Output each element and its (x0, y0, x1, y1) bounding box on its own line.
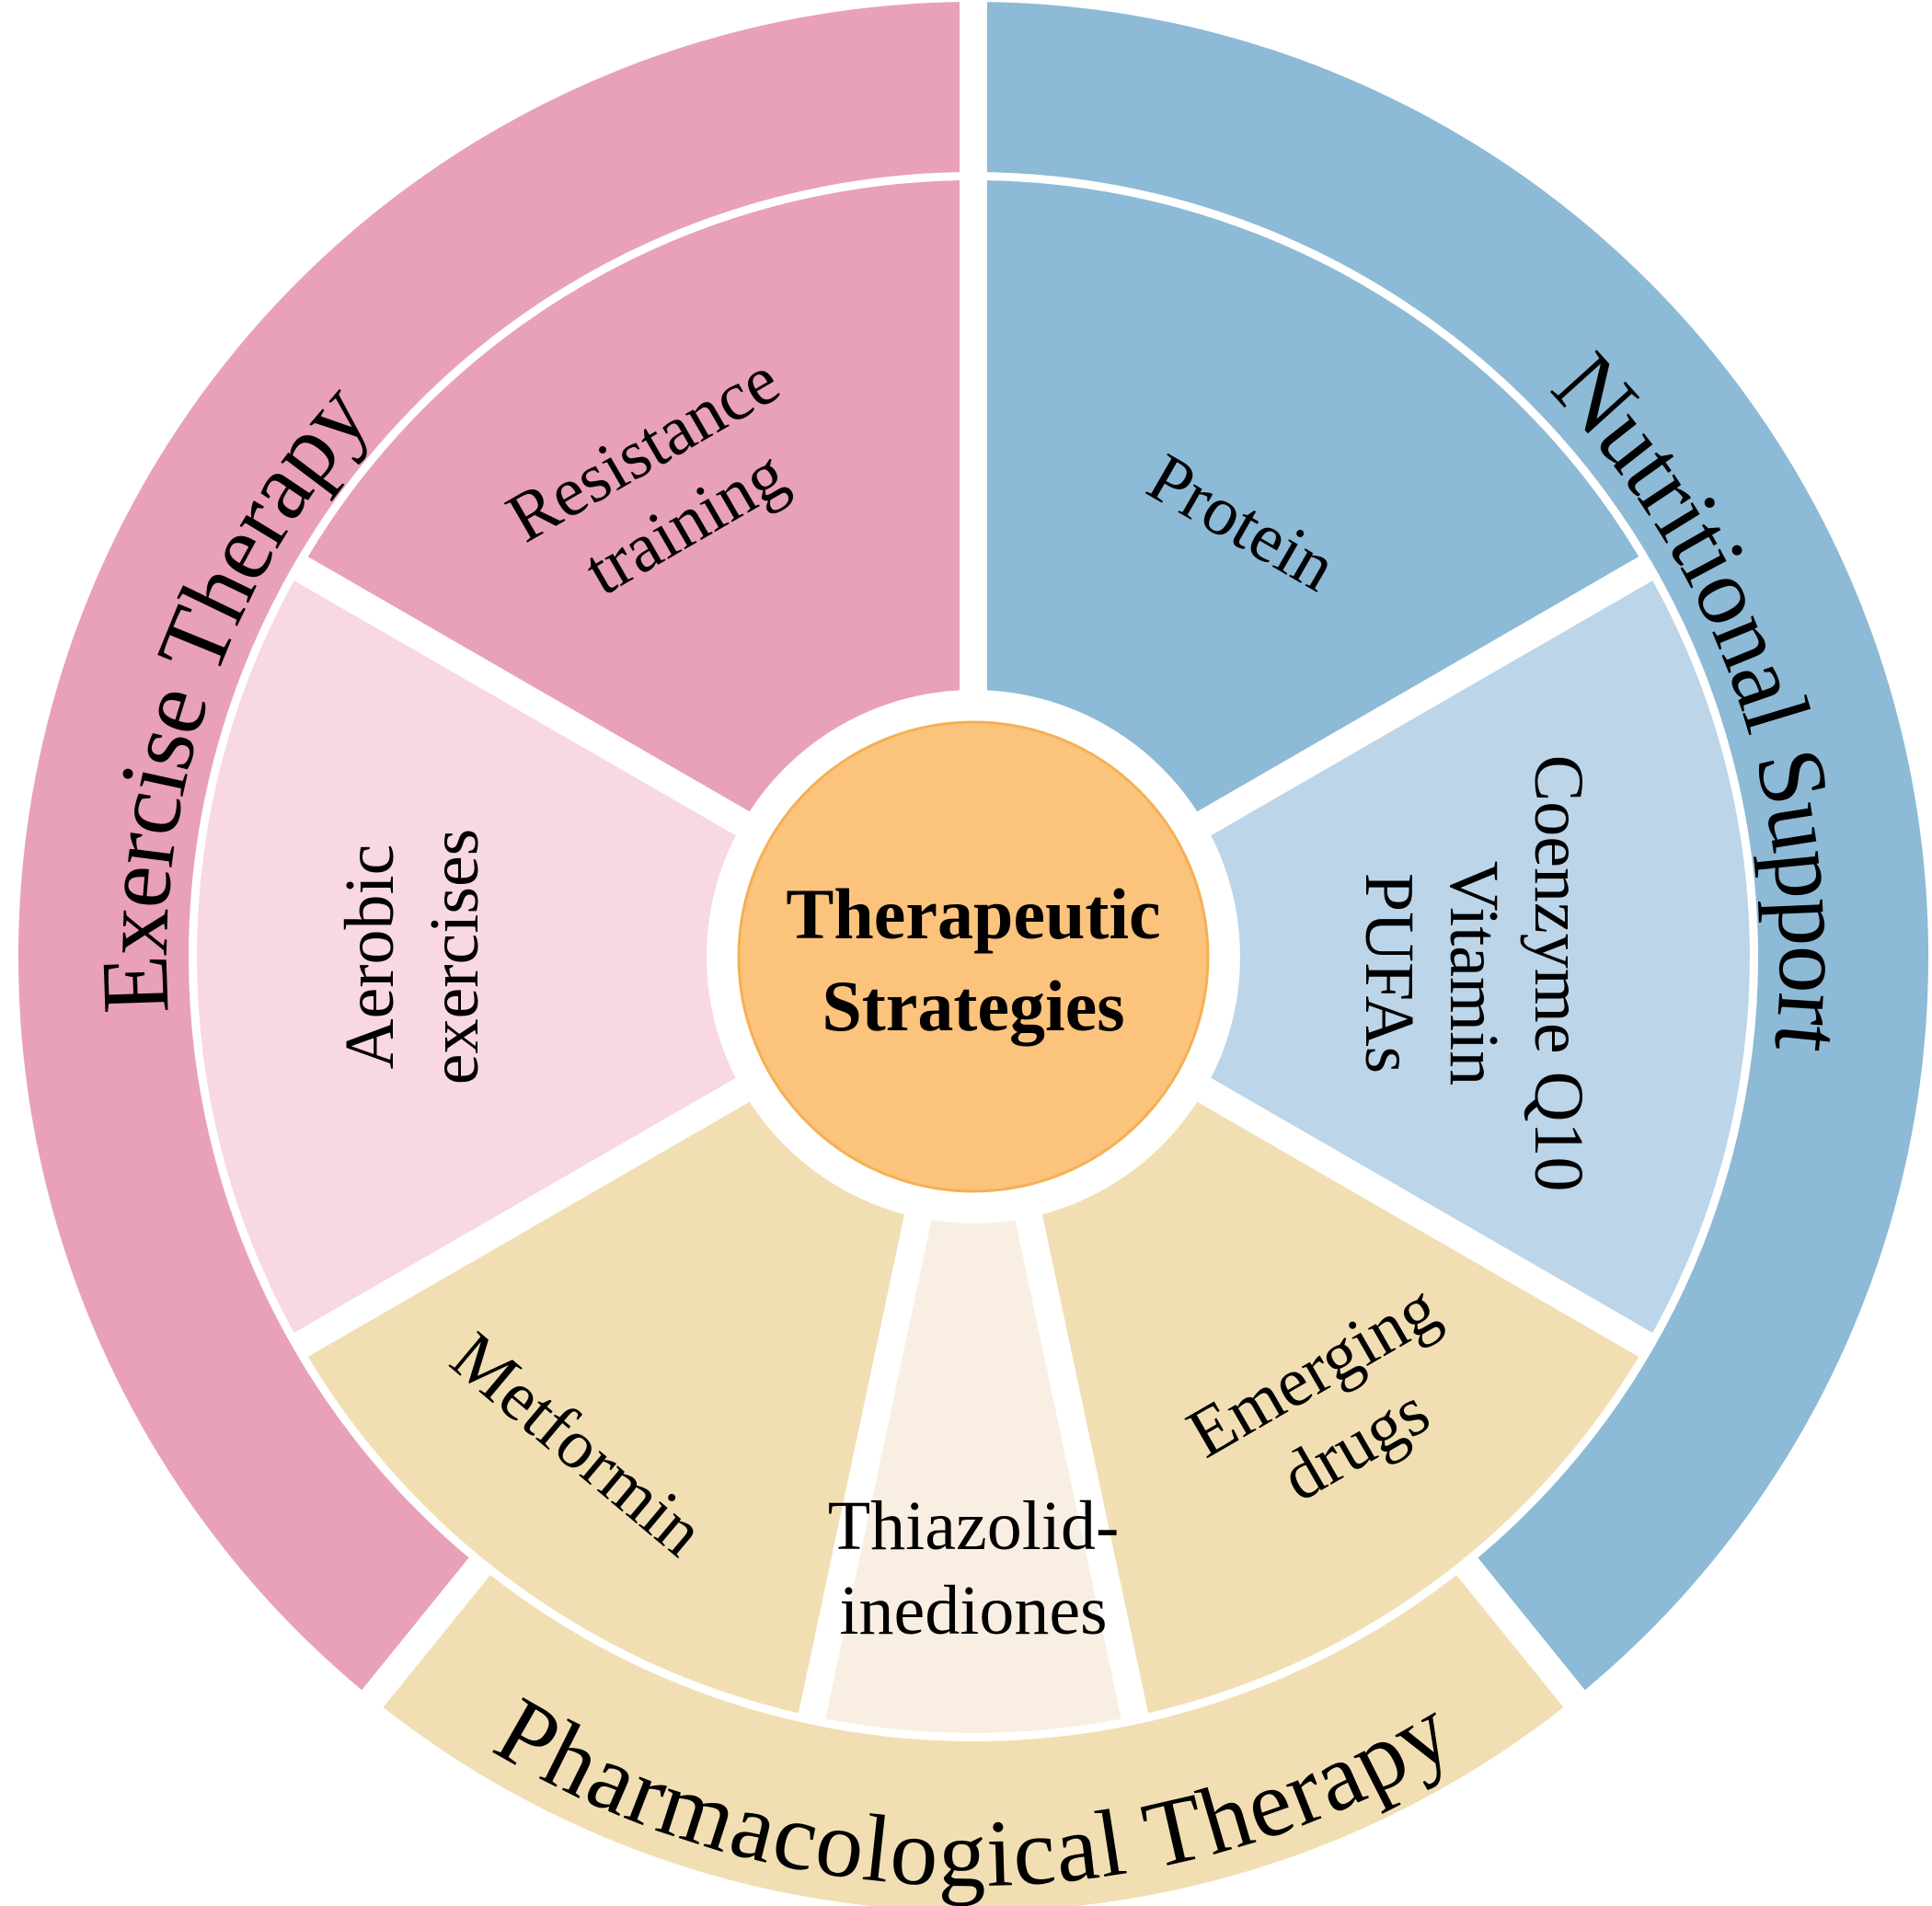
segment-label-line: Aerobic (331, 844, 408, 1070)
center-title-line-2: Strategies (822, 966, 1124, 1046)
segment-thiazolid (825, 1220, 1121, 1733)
center-title-line-1: Therapeutic (786, 874, 1160, 954)
segment-resistance (307, 180, 960, 812)
segment-supplements (1211, 580, 1750, 1333)
center-circle (737, 720, 1210, 1193)
segment-label-line: Vitamin (1435, 861, 1512, 1086)
segment-label-line: Coenzyme Q10 (1520, 755, 1597, 1192)
segment-label-line: inediones (839, 1572, 1107, 1649)
outer-ring (17, 2, 1929, 1906)
inner-ring (197, 180, 1750, 1733)
segment-label-line: exercises (416, 829, 493, 1085)
ring-divider (189, 172, 1758, 1741)
segment-label-line: PUFAs (1351, 873, 1428, 1074)
segment-protein (987, 180, 1639, 812)
segment-label-thiazolid: Thiazolid-inediones (828, 1487, 1120, 1649)
segment-label-line: Thiazolid- (828, 1487, 1120, 1565)
segment-metformin (307, 1101, 905, 1714)
segment-aerobic (197, 580, 736, 1333)
segment-emerging (1041, 1101, 1639, 1714)
